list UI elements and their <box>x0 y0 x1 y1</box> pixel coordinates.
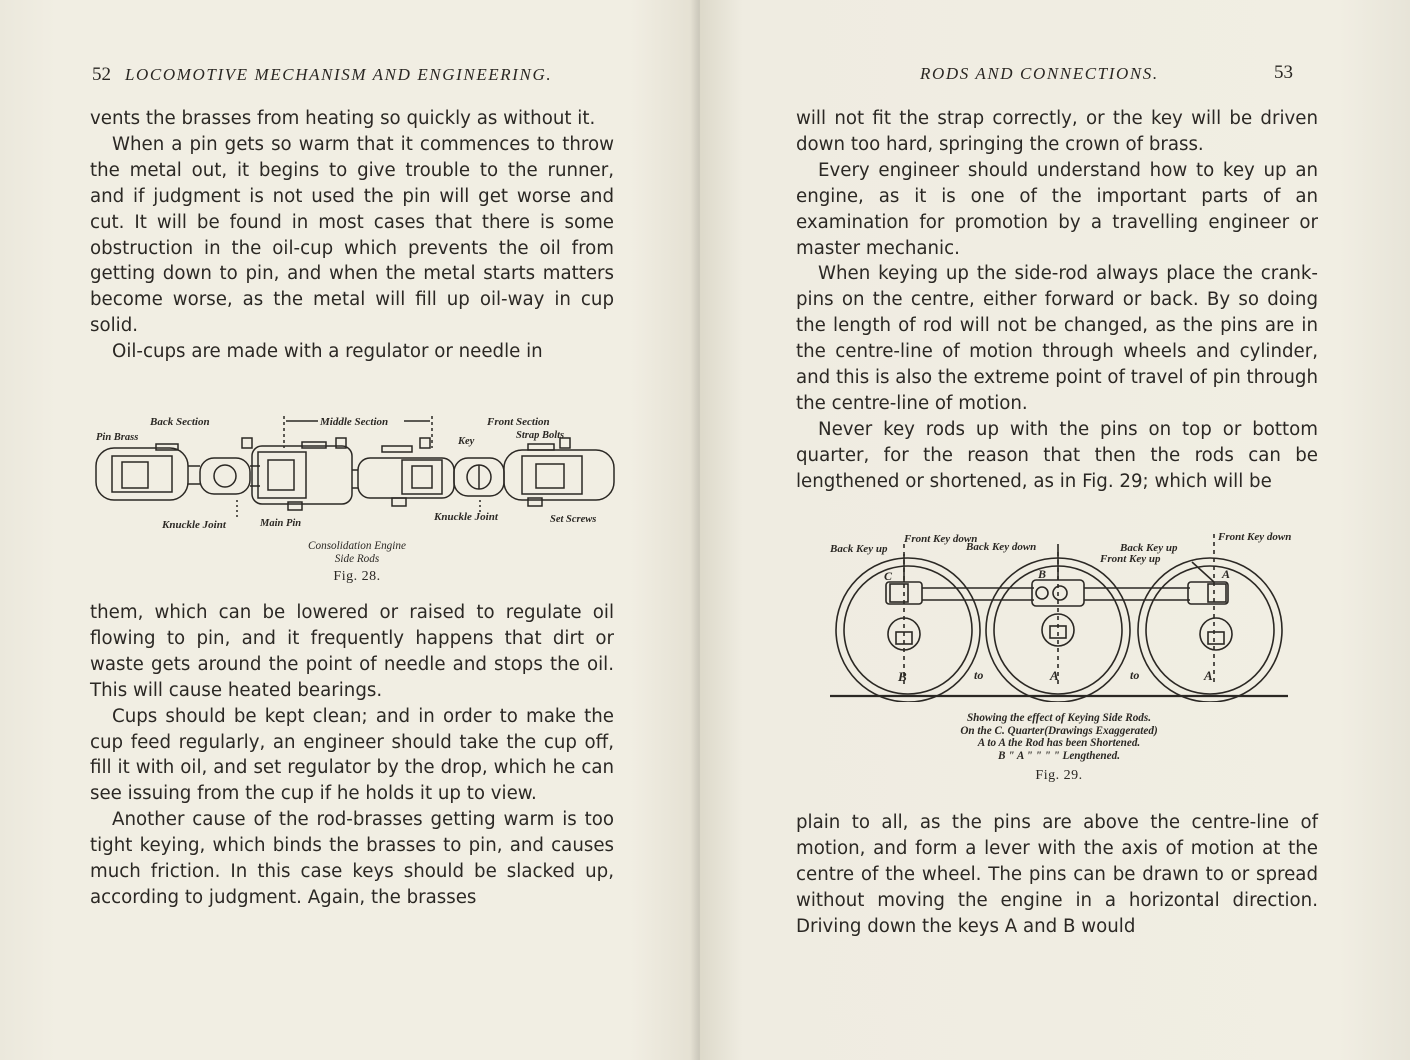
paragraph: When keying up the side-rod always place… <box>796 263 1318 414</box>
left-running-head: 52 LOCOMOTIVE MECHANISM AND ENGINEERING. <box>92 64 612 86</box>
right-page: RODS AND CONNECTIONS. 53 will not fit th… <box>700 0 1410 1060</box>
back-section-label: Back Section <box>149 416 210 428</box>
fig28-caption-line-1: Consolidation Engine <box>308 540 406 552</box>
letter-a-top: A <box>1221 567 1230 581</box>
fig29-caption-line-4: B " A " " " " Lengthened. <box>997 749 1120 762</box>
strap-bolts-label: Strap Bolts <box>516 430 564 441</box>
letter-c: C <box>884 569 893 583</box>
right-page-number: 53 <box>1274 62 1293 83</box>
main-pin-label: Main Pin <box>259 518 301 529</box>
paragraph: them, which can be lowered or raised to … <box>90 602 614 701</box>
back-key-down-label: Back Key down <box>965 541 1036 553</box>
letter-a-bottom-1: A <box>1049 668 1059 683</box>
paragraph: Never key rods up with the pins on top o… <box>796 418 1318 492</box>
middle-section-label: Middle Section <box>319 416 388 428</box>
paragraph: will not fit the strap correctly, or the… <box>796 108 1318 155</box>
back-key-up-label-1: Back Key up <box>829 543 888 555</box>
right-text-block-2: plain to all, as the pins are above the … <box>796 810 1318 940</box>
front-key-up-label: Front Key up <box>1099 553 1161 565</box>
fig28-caption-line-2: Side Rods <box>334 552 380 565</box>
knuckle-joint-label-1: Knuckle Joint <box>161 519 227 531</box>
letter-b-top: B <box>1037 567 1046 581</box>
pin-brass-label: Pin Brass <box>96 432 138 443</box>
key-label: Key <box>457 436 475 447</box>
letter-a-bottom-2: A <box>1203 668 1213 683</box>
right-running-head: RODS AND CONNECTIONS. 53 <box>920 62 1330 84</box>
paragraph: vents the brasses from heating so quickl… <box>90 108 596 129</box>
back-key-up-label-2: Back Key up <box>1119 542 1178 554</box>
paragraph: Oil-cups are made with a regulator or ne… <box>112 341 543 363</box>
left-text-block-1: vents the brasses from heating so quickl… <box>90 106 614 365</box>
front-key-down-label-2: Front Key down <box>1217 531 1291 543</box>
fig29-caption-line-3: A to A the Rod has been Shortened. <box>977 737 1141 749</box>
fig28-label: Fig. 28. <box>333 569 381 584</box>
to-label-2: to <box>1130 668 1139 682</box>
right-running-head-title: RODS AND CONNECTIONS. <box>920 64 1159 83</box>
figure-28: Back Section Middle Section Front Sectio… <box>92 408 622 585</box>
left-running-head-title: LOCOMOTIVE MECHANISM AND ENGINEERING. <box>125 65 553 84</box>
side-rods-diagram: Back Section Middle Section Front Sectio… <box>95 416 615 531</box>
paragraph: plain to all, as the pins are above the … <box>796 812 1318 937</box>
fig28-caption: Consolidation Engine Side Rods <box>92 540 622 565</box>
left-text-block-2: them, which can be lowered or raised to … <box>90 600 614 911</box>
knuckle-joint-label-2: Knuckle Joint <box>433 511 499 523</box>
front-section-label: Front Section <box>486 416 550 428</box>
figure-29: Back Key up Front Key down Back Key down… <box>824 524 1294 784</box>
keying-side-rods-diagram: Back Key up Front Key down Back Key down… <box>829 531 1291 703</box>
to-label-1: to <box>974 668 983 682</box>
fig29-caption-line-1: Showing the effect of Keying Side Rods. <box>966 712 1152 724</box>
set-screws-label: Set Screws <box>550 514 596 525</box>
paragraph: Cups should be kept clean; and in order … <box>90 705 614 805</box>
letter-b-bottom: B <box>897 669 907 684</box>
right-text-block-1: will not fit the strap correctly, or the… <box>796 106 1318 495</box>
fig29-caption: Showing the effect of Keying Side Rods. … <box>824 712 1294 762</box>
paragraph: Another cause of the rod-brasses getting… <box>90 809 614 908</box>
front-key-down-label-1: Front Key down <box>903 533 977 545</box>
fig29-label: Fig. 29. <box>1035 768 1083 783</box>
paragraph: Every engineer should understand how to … <box>796 159 1318 259</box>
fig29-caption-line-2: On the C. Quarter(Drawings Exaggerated) <box>960 724 1158 737</box>
left-page-number: 52 <box>92 64 111 85</box>
paragraph: When a pin gets so warm that it commence… <box>90 133 614 337</box>
